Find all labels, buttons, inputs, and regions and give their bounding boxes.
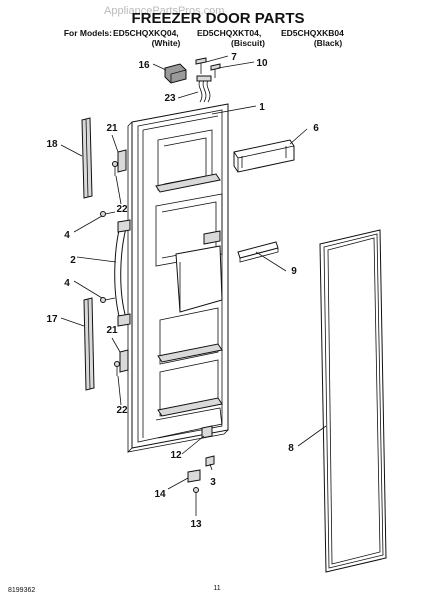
callout-7: 7 <box>231 52 237 63</box>
part-18-handle-trim <box>81 117 93 199</box>
callout-12: 12 <box>170 450 182 461</box>
model-2-color: (Biscuit) <box>231 38 265 48</box>
part-10-screw <box>210 63 221 78</box>
callout-4-upper: 4 <box>64 230 70 241</box>
part-22-screw-upper <box>112 161 118 176</box>
part-21-clip-lower <box>119 349 129 373</box>
part-4-screw-lower <box>100 297 116 303</box>
callout-1: 1 <box>259 102 265 113</box>
callout-13: 13 <box>190 519 202 530</box>
part-4-screw-upper <box>100 211 116 217</box>
callout-21-lower: 21 <box>106 325 118 336</box>
part-9-trim <box>237 241 279 263</box>
leader-lines <box>60 55 327 516</box>
callout-16: 16 <box>138 60 150 71</box>
callout-10: 10 <box>256 58 268 69</box>
callout-18: 18 <box>46 139 58 150</box>
callout-8: 8 <box>288 443 294 454</box>
part-6-door-bin <box>233 139 295 173</box>
part-8-door-gasket <box>319 229 387 573</box>
model-1: ED5CHQXKQ04, <box>113 28 179 38</box>
callout-9: 9 <box>291 266 297 277</box>
part-7-screw <box>195 57 207 74</box>
callout-22-upper: 22 <box>116 204 128 215</box>
part-16-cover <box>164 63 187 84</box>
part-23-wire-harness <box>196 75 212 103</box>
page-number: 11 <box>213 585 220 592</box>
models-prefix: For Models: <box>64 28 112 38</box>
callout-2: 2 <box>70 255 76 266</box>
callout-21-upper: 21 <box>106 123 118 134</box>
document-number: 8199362 <box>8 587 35 594</box>
model-1-color: (White) <box>152 38 181 48</box>
callout-14: 14 <box>154 489 166 500</box>
part-14-hinge-pin <box>187 469 201 483</box>
part-3-washer <box>205 455 215 467</box>
callout-23: 23 <box>164 93 176 104</box>
model-3-color: (Black) <box>314 38 343 48</box>
model-3: ED5CHQXKB04 <box>281 28 344 38</box>
callout-4-lower: 4 <box>64 278 70 289</box>
page-title: FREEZER DOOR PARTS <box>131 10 304 27</box>
part-12-hinge-bushing <box>201 425 213 439</box>
part-1-door-liner <box>127 103 229 453</box>
part-2-handle <box>114 219 131 327</box>
callout-6: 6 <box>313 123 319 134</box>
watermark: AppliancePartsPros.com <box>104 5 224 17</box>
part-21-clip-upper <box>117 149 127 173</box>
part-22-screw-lower <box>114 361 120 376</box>
part-13-screw <box>193 487 199 502</box>
callout-17: 17 <box>46 314 58 325</box>
part-17-handle-trim <box>83 297 95 391</box>
model-2: ED5CHQXKT04, <box>197 28 261 38</box>
callout-22-lower: 22 <box>116 405 128 416</box>
callout-3: 3 <box>210 477 216 488</box>
